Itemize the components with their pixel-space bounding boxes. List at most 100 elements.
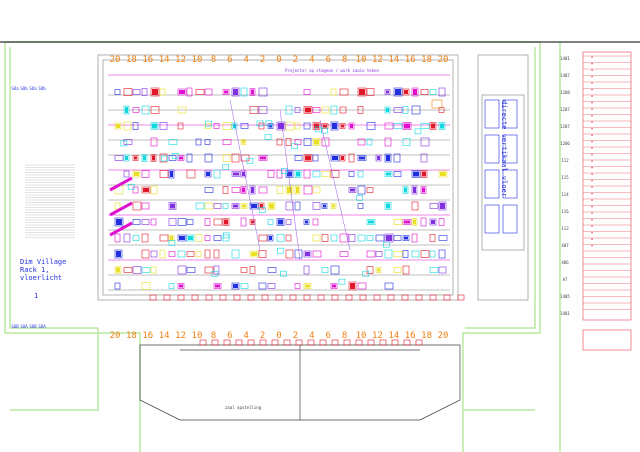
fixture-fill [332, 156, 338, 160]
side-value: 114 [561, 192, 569, 197]
fixture-fill [233, 284, 238, 288]
fixture-fill [233, 204, 238, 208]
fixture [258, 155, 268, 161]
fixture [321, 267, 329, 273]
fixture [132, 186, 139, 194]
side-value: 1405 [560, 294, 570, 299]
dim-village-label: Dim Village Rack 1, vloerlicht [20, 258, 67, 282]
fixture [312, 186, 321, 194]
fixture [240, 283, 249, 289]
fixture [330, 154, 340, 162]
table-cell: ▪ [591, 94, 593, 98]
fixture-fill [170, 171, 173, 177]
table-cell: ▪ [591, 55, 593, 59]
fixture [186, 169, 196, 179]
fixture [240, 170, 247, 178]
fixture [294, 201, 301, 211]
fixture [303, 106, 313, 114]
ruler-bottom-label: 10 [356, 331, 367, 341]
ruler-top-label: 14 [388, 55, 399, 65]
fixture [411, 170, 421, 178]
fixture [213, 203, 222, 209]
fixture [240, 139, 247, 145]
fixture [384, 153, 392, 163]
ruler-top-label: 14 [159, 55, 170, 65]
fixture-fill [179, 236, 185, 240]
side-truss-left [109, 221, 133, 237]
fixture [240, 203, 248, 209]
cyan-fixture [205, 120, 212, 127]
fixture [366, 88, 375, 96]
stage-fixture [379, 339, 387, 346]
fixture [285, 185, 294, 195]
fixture [285, 201, 294, 211]
fixture [150, 266, 157, 274]
fixture [429, 218, 437, 226]
ruler-top-label: 8 [342, 55, 347, 65]
fixture [357, 87, 367, 97]
fixture [141, 105, 150, 115]
fixture [177, 234, 187, 242]
fixture [420, 170, 428, 178]
fixture [366, 138, 373, 146]
ruler-bottom-label: 0 [276, 331, 281, 341]
fixture [339, 251, 349, 257]
table-cell: ▪ [591, 198, 593, 202]
fixture [285, 121, 295, 131]
table-cell: ▪ [591, 101, 593, 105]
fixture [402, 186, 409, 194]
fixture-fill [404, 236, 408, 240]
fixture [321, 106, 330, 114]
fixture [357, 170, 364, 178]
side-value: 1401 [560, 56, 570, 61]
fixture [132, 170, 141, 178]
cyan-fixture [362, 270, 370, 277]
fixture-fill [350, 188, 355, 192]
fixture [123, 121, 132, 131]
fixture [312, 234, 321, 242]
fixture [285, 105, 293, 115]
fixture-fill [413, 219, 416, 225]
fixture [222, 186, 229, 194]
fixture [366, 122, 376, 130]
fixture [294, 170, 302, 178]
fixture [258, 87, 268, 97]
fixture [132, 235, 140, 241]
ruler-top-label: 2 [260, 55, 265, 65]
fixture [303, 89, 311, 95]
fixture-fill [332, 284, 336, 288]
fixture [393, 251, 403, 257]
fixture [114, 282, 121, 290]
fixture [429, 203, 439, 209]
fixture-fill [233, 124, 236, 128]
cyan-fixture [291, 143, 298, 150]
fixture [330, 203, 337, 209]
fixture [339, 123, 346, 129]
ruler-bottom-label: 8 [342, 331, 347, 341]
table-cell: ▪ [591, 205, 593, 209]
fixture [195, 89, 205, 95]
cyan-fixture [265, 120, 273, 127]
fixture [312, 107, 321, 113]
fixture [150, 106, 160, 114]
fixture [438, 249, 446, 259]
fixture [420, 186, 427, 194]
fixture [204, 218, 211, 226]
fixture [213, 249, 220, 259]
fixture [384, 282, 394, 290]
stage-caption: zaal opstelling [225, 405, 262, 410]
fixture [114, 155, 124, 161]
stage-fixture [319, 339, 327, 346]
fixture-fill [242, 187, 245, 193]
fixture [402, 106, 409, 114]
fixture [258, 282, 267, 290]
fixture [420, 153, 428, 163]
fixture [141, 170, 150, 178]
fixture [321, 137, 330, 147]
fixture-fill [422, 171, 426, 177]
stage-fixture [199, 339, 207, 346]
cyan-fixture [356, 195, 364, 201]
fixture [258, 186, 268, 194]
fixture-fill [377, 268, 380, 272]
ruler-top-label: 2 [293, 55, 298, 65]
